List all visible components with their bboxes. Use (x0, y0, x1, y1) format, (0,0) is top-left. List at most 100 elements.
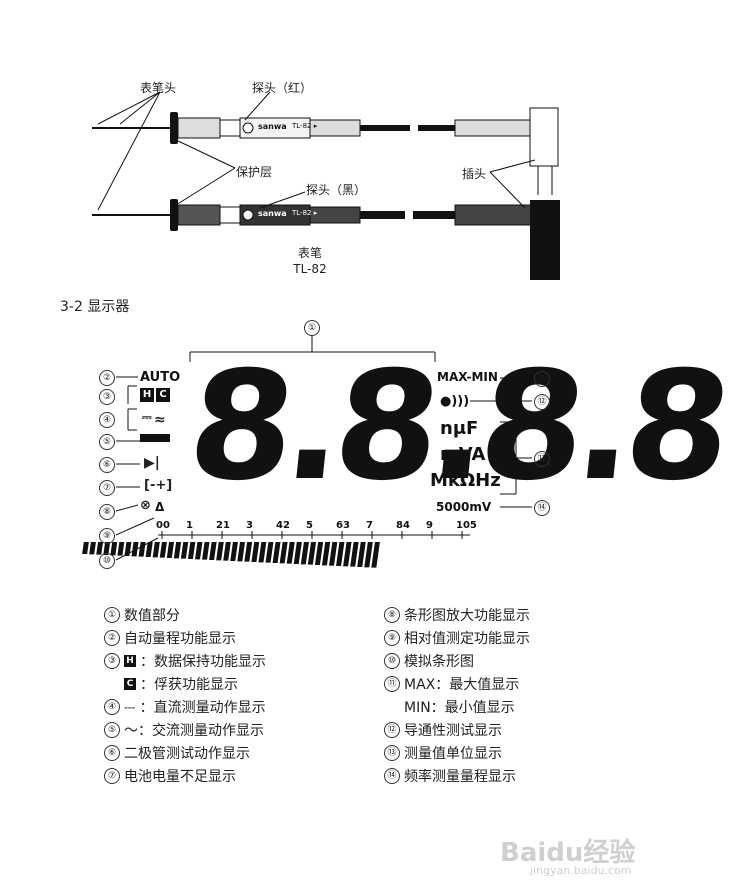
scale-tick-label: 21 (216, 520, 230, 531)
analog-bar-segment (321, 542, 331, 566)
analog-bar-segment (89, 542, 96, 555)
section-title: 3-2 显示器 (60, 299, 130, 315)
legend-number: ⑪ (384, 676, 400, 692)
callout-10: ⑩ (99, 553, 115, 569)
callout-5: ⑤ (99, 434, 115, 450)
legend-number: ④ (104, 699, 120, 715)
analog-bar-segment (307, 542, 317, 565)
analog-bar-segment (103, 542, 111, 555)
callout-8: ⑧ (99, 504, 115, 520)
legend-number: ⑬ (384, 745, 400, 761)
analog-bar-segment (237, 542, 246, 562)
analog-bar-segment (187, 542, 196, 559)
analog-bar-segment (329, 542, 338, 566)
analog-bar-segment (279, 542, 288, 564)
unit-3: MkΩHz (430, 470, 501, 491)
legend-number: ⑭ (384, 768, 400, 784)
model-black: TL-82 ▸ (292, 209, 318, 217)
analog-bar-segment (209, 542, 217, 560)
callout-7: ⑦ (99, 480, 115, 496)
zoom-icon: ⊗ (140, 498, 151, 513)
legend-text: 测量值单位显示 (404, 746, 502, 762)
battery-icon: [-+] (144, 478, 173, 493)
legend-item: ⑤～：交流测量动作显示 (104, 720, 264, 740)
analog-bar-segment (117, 542, 125, 556)
label-plug: 插头 (462, 167, 487, 181)
callout-11: ⑪ (534, 371, 550, 387)
analog-bar-segment (300, 542, 309, 565)
scale-tick-label: 5 (306, 520, 313, 531)
callout-9: ⑨ (99, 528, 115, 544)
scale-tick-label: 42 (276, 520, 290, 531)
analog-bar-segment (286, 542, 295, 564)
brand-black: sanwa (258, 209, 287, 218)
scale-tick-label: 1 (186, 520, 193, 531)
legend-text: 数值部分 (124, 608, 180, 624)
callout-1: ① (304, 320, 320, 336)
analog-bar-segment (131, 542, 139, 557)
scale-tick-label: 63 (336, 520, 350, 531)
legend-text: MAX：最大值显示 (404, 677, 520, 693)
legend-text: 电池电量不足显示 (124, 769, 236, 785)
label-probe-red: 探头（红） (252, 81, 313, 95)
brand-red: sanwa (258, 122, 287, 131)
analog-bar-segment (145, 542, 153, 557)
scale-tick-label: 00 (156, 520, 170, 531)
legend-text: ～：交流测量动作显示 (124, 723, 264, 739)
callout-12: ⑫ (534, 394, 550, 410)
legend-number: ① (104, 607, 120, 623)
legend-text: ⎓ ：直流测量动作显示 (124, 700, 266, 716)
legend-number: ⑫ (384, 722, 400, 738)
analog-bar-segment (180, 542, 189, 559)
legend-text: 模拟条形图 (404, 654, 474, 670)
analog-bar-segment (166, 542, 175, 558)
scale-tick-label: 3 (246, 520, 253, 531)
max-min-indicator: MAX-MIN (437, 370, 498, 384)
bar-indicator (140, 434, 170, 442)
analog-bar-segment (82, 542, 89, 554)
legend-number: ⑧ (384, 607, 400, 623)
scale-tick-label: 9 (426, 520, 433, 531)
continuity-icon: ●))) (440, 394, 470, 409)
legend-number: ⑩ (384, 653, 400, 669)
legend-number: ③ (104, 653, 120, 669)
legend-item: C：俘获功能显示 (104, 674, 238, 694)
scale-tick-label: 84 (396, 520, 410, 531)
legend-text: ：俘获功能显示 (140, 677, 238, 693)
analog-bar-segment (152, 542, 160, 558)
label-lead: 表笔 (297, 246, 322, 260)
analog-bar-segment (223, 542, 231, 561)
label-model: TL-82 (293, 262, 327, 276)
hold-indicator: H (140, 388, 154, 402)
legend-number: ⑥ (104, 745, 120, 761)
scale-tick-label: 7 (366, 520, 373, 531)
analog-bar-segment (230, 542, 238, 561)
legend-text: 自动量程功能显示 (124, 631, 236, 647)
legend-number: ⑤ (104, 722, 120, 738)
analog-bar-segment (173, 542, 182, 559)
callout-2: ② (99, 370, 115, 386)
digit-display: 8.8.8.8 (180, 340, 732, 514)
legend-item: MIN：最小值显示 (384, 697, 515, 717)
legend-symbol: H (124, 655, 136, 667)
label-tip: 表笔头 (140, 81, 177, 95)
ac-indicator-icon: ≈ (154, 412, 166, 428)
auto-indicator: AUTO (140, 370, 181, 385)
analog-bar-segment (244, 542, 253, 562)
legend-text: 条形图放大功能显示 (404, 608, 530, 624)
analog-bar-segment (96, 542, 104, 555)
legend-text: 导通性测试显示 (404, 723, 502, 739)
label-probe-black: 探头（黑） (306, 183, 367, 197)
callout-6: ⑥ (99, 457, 115, 473)
analog-bar-segment (343, 542, 352, 567)
unit-2: mVA (440, 444, 486, 465)
